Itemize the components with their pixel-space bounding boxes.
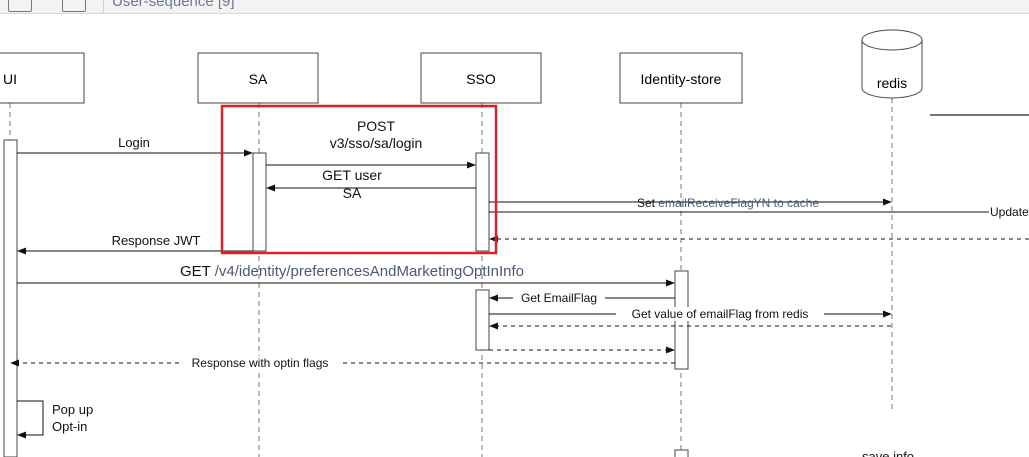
get-user-label-line2: SA	[343, 185, 362, 201]
get-preferences-path: /v4/identity/preferencesAndMarketingOptI…	[215, 263, 524, 280]
get-value-redis-label: Get value of emailFlag from redis	[632, 307, 809, 321]
fit-width-button[interactable]	[8, 0, 32, 12]
toolbar-divider	[103, 0, 104, 13]
sa-activation	[252, 152, 267, 252]
update-label-bg	[989, 205, 1029, 219]
participant-sa[interactable]: SA	[197, 52, 319, 104]
participant-identity-store-label: Identity-store	[641, 71, 722, 87]
participant-ui-label: UI	[3, 71, 17, 87]
post-label-line1: POST	[357, 118, 396, 134]
identity-store-activation-2	[674, 449, 689, 457]
fit-page-button[interactable]	[62, 0, 86, 12]
sso-activation-2	[475, 289, 490, 351]
highlight-box	[220, 104, 498, 255]
participant-ui[interactable]: UI	[0, 52, 85, 104]
sso-activation-1	[475, 152, 490, 252]
get-email-flag-label: Get EmailFlag	[521, 291, 597, 305]
set-email-rest: emailReceiveFlagYN to cache	[658, 196, 819, 210]
participant-redis-label: redis	[877, 75, 907, 91]
participant-sa-label: SA	[249, 71, 268, 87]
response-optin-label: Response with optin flags	[192, 356, 329, 370]
update-label: Update	[990, 205, 1029, 219]
participant-identity-store[interactable]: Identity-store	[619, 52, 743, 104]
post-label-line2: v3/sso/sa/login	[330, 135, 423, 151]
get-user-label-line1: GET user	[322, 167, 382, 183]
get-value-redis-bg	[616, 307, 824, 321]
set-email-prefix: Set	[637, 196, 658, 210]
diagram-toolbar: User-sequence [9]	[0, 0, 1029, 14]
response-optin-bg	[180, 356, 340, 370]
participant-redis[interactable]: redis	[861, 29, 923, 99]
popup-label-line2: Opt-in	[52, 419, 87, 434]
get-preferences-method: GET	[180, 263, 215, 280]
participant-sso[interactable]: SSO	[420, 52, 542, 104]
diagram-title: User-sequence [9]	[112, 0, 235, 10]
participant-sso-label: SSO	[466, 71, 496, 87]
save-info-label: save info	[862, 449, 914, 457]
login-label: Login	[118, 135, 150, 150]
get-preferences-label: GET /v4/identity/preferencesAndMarketing…	[180, 263, 524, 280]
response-jwt-label: Response JWT	[112, 233, 201, 248]
set-email-cache-label: Set emailReceiveFlagYN to cache	[637, 196, 819, 210]
ui-activation	[3, 139, 18, 457]
get-email-flag-bg	[513, 291, 605, 305]
popup-label-line1: Pop up	[52, 402, 93, 417]
popup-self-arrow	[17, 400, 44, 439]
